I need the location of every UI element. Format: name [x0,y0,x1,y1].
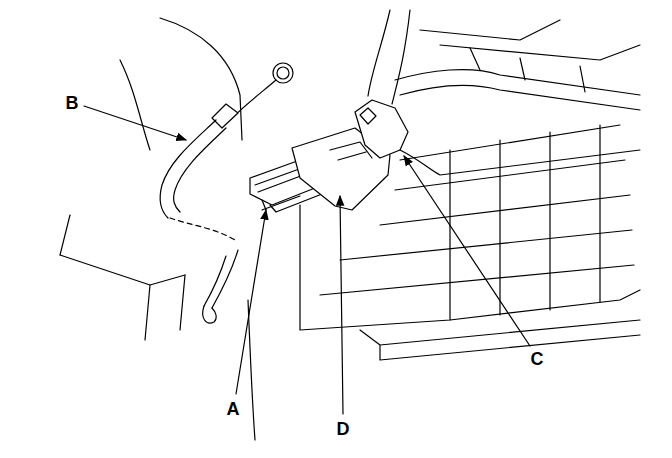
leader-line [236,210,266,394]
drain-hose [232,80,276,118]
leader-line [84,106,186,140]
hose-clip [262,196,300,210]
drain-hose [212,104,238,128]
housing-outline [60,255,185,285]
leader-line [340,196,343,414]
duct-outline [400,85,640,110]
housing-outline [160,18,242,140]
unit-housing [300,205,640,330]
pull-ring [277,67,289,79]
unit-housing [400,150,640,175]
drain-hose [170,218,235,240]
drain-fitting [360,108,376,124]
drain-fitting [355,100,408,158]
drain-hose [174,128,226,212]
unit-housing [360,320,640,360]
housing-outline [145,275,185,340]
housing-outline [248,300,255,440]
callout-letter: D [335,419,352,439]
housing-outline [60,215,70,255]
duct-outline [470,48,585,92]
housing-outline [120,60,150,150]
leader-line [404,156,530,346]
duct-outline [395,70,640,95]
drain-fitting [368,10,410,104]
unit-housing [320,125,634,295]
callout-letter: B [64,93,81,113]
drain-hose [204,256,226,306]
callout-letter: A [225,399,242,419]
callout-letter: C [529,349,546,369]
unit-housing [450,125,600,320]
duct-outline [420,20,640,60]
drain-hose [203,306,216,323]
